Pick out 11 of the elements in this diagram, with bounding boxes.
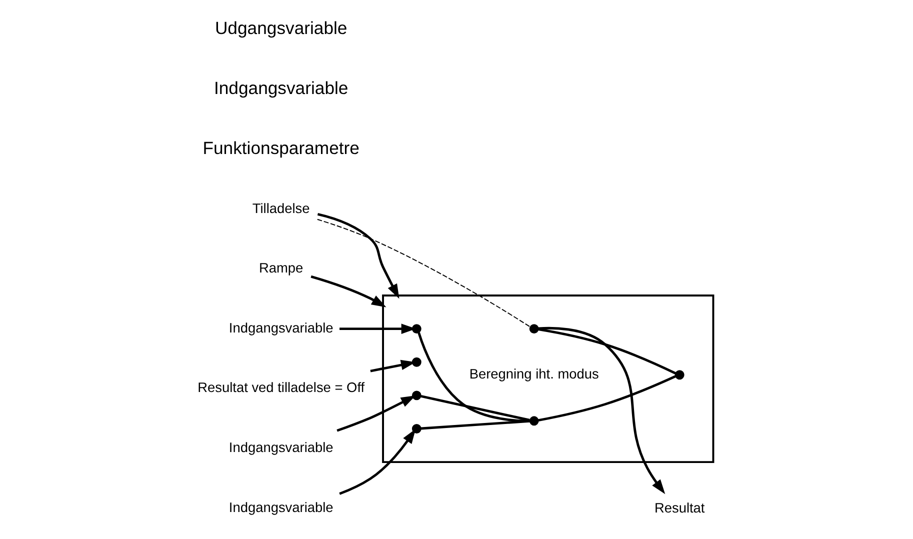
label: Funktionsparametre — [202, 138, 360, 158]
node-text: Tilladelse — [252, 200, 310, 216]
node-text: Resultat — [654, 500, 705, 516]
node-text: Indgangsvariable — [228, 500, 334, 515]
node-text: Rampe — [259, 260, 304, 276]
label: Indgangsvariable — [214, 78, 348, 98]
node-text: Resultat ved tilladelse = Off — [198, 380, 365, 396]
node-label: Beregning iht. modus — [469, 366, 599, 382]
label: Udgangsvariable — [214, 18, 348, 38]
node-text: Indgangsvariable — [228, 320, 334, 336]
node-text: Indgangsvariable — [228, 440, 334, 455]
